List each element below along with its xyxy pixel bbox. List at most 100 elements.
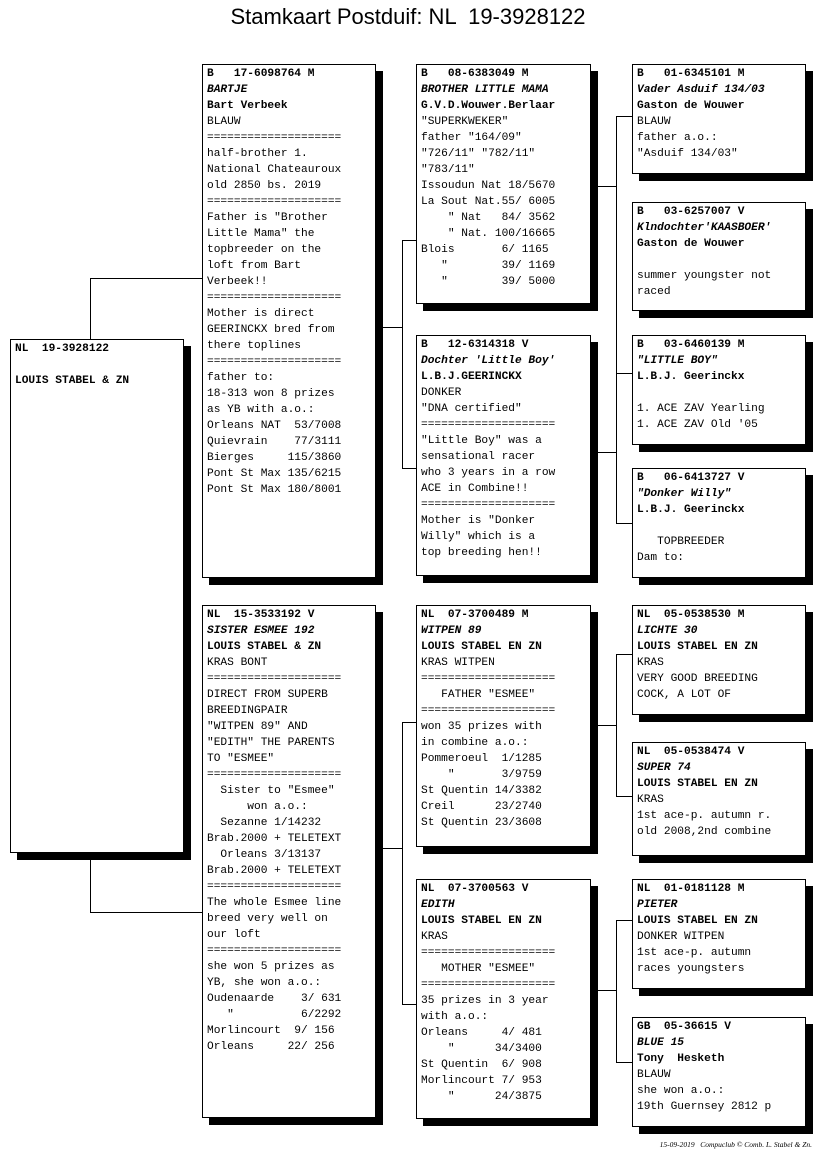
pigeon-detail-line: Bierges 115/3860 bbox=[207, 452, 342, 464]
pigeon-name: BARTJE bbox=[207, 84, 248, 96]
pigeon-card-sdd[interactable]: B 06-6413727 V "Donker Willy" L.B.J. Geeri… bbox=[632, 468, 806, 578]
pigeon-detail-line: Orleans NAT 53/7008 bbox=[207, 420, 342, 432]
pigeon-ring-number: B 03-6460139 M bbox=[637, 339, 745, 351]
connector-line bbox=[90, 278, 203, 279]
pigeon-ring-number: B 06-6413727 V bbox=[637, 472, 745, 484]
pigeon-detail-line: father to: bbox=[207, 372, 275, 384]
connector-line bbox=[598, 186, 616, 187]
pigeon-name: LICHTE 30 bbox=[637, 625, 698, 637]
pigeon-detail-line: Brab.2000 + TELETEXT bbox=[207, 833, 342, 845]
pigeon-owner: LOUIS STABEL EN ZN bbox=[637, 778, 758, 790]
pigeon-detail-line: "783/11" bbox=[421, 164, 475, 176]
connector-line bbox=[616, 373, 632, 374]
pigeon-name: "Donker Willy" bbox=[637, 488, 731, 500]
pigeon-detail-line: TO "ESMEE" bbox=[207, 753, 275, 765]
pigeon-detail-line bbox=[637, 385, 801, 401]
pigeon-owner: Tony Hesketh bbox=[637, 1053, 725, 1065]
pigeon-detail-line: races youngsters bbox=[637, 963, 745, 975]
pigeon-detail-line: BLAUW bbox=[207, 116, 241, 128]
connector-line bbox=[598, 725, 616, 726]
pigeon-detail-line: ==================== bbox=[207, 881, 342, 893]
pigeon-detail-line: " Nat. 100/16665 bbox=[421, 228, 556, 240]
pigeon-detail-line: Dam to: bbox=[637, 552, 684, 564]
pigeon-detail-line: raced bbox=[637, 286, 671, 298]
pigeon-ring-number: B 12-6314318 V bbox=[421, 339, 529, 351]
pigeon-detail-line: topbreeder on the bbox=[207, 244, 322, 256]
pigeon-detail-line: KRAS bbox=[637, 657, 664, 669]
pigeon-detail-line: ==================== bbox=[421, 947, 556, 959]
pigeon-detail-line: VERY GOOD BREEDING bbox=[637, 673, 758, 685]
pigeon-detail-line: St Quentin 23/3608 bbox=[421, 817, 542, 829]
pigeon-detail-line: Pont St Max 135/6215 bbox=[207, 468, 342, 480]
pigeon-detail-line: " 39/ 5000 bbox=[421, 276, 556, 288]
pigeon-detail-line: Verbeek!! bbox=[207, 276, 268, 288]
connector-line bbox=[402, 240, 416, 241]
connector-line bbox=[402, 722, 416, 723]
pigeon-detail-line: father a.o.: bbox=[637, 132, 718, 144]
connector-line bbox=[616, 373, 617, 523]
pigeon-detail-line: KRAS bbox=[637, 794, 664, 806]
pigeon-owner: L.B.J. Geerinckx bbox=[637, 504, 745, 516]
pigeon-detail-line: KRAS WITPEN bbox=[421, 657, 495, 669]
pigeon-detail-line: half-brother 1. bbox=[207, 148, 308, 160]
pigeon-name: BLUE 15 bbox=[637, 1037, 684, 1049]
pigeon-detail-line: Pommeroeul 1/1285 bbox=[421, 753, 542, 765]
pigeon-detail-line: Willy" which is a bbox=[421, 531, 536, 543]
pigeon-detail-line: COCK, A LOT OF bbox=[637, 689, 731, 701]
pigeon-detail-line: Orleans 4/ 481 bbox=[421, 1027, 542, 1039]
pigeon-detail-line: there toplines bbox=[207, 340, 301, 352]
pigeon-detail-line: ==================== bbox=[207, 356, 342, 368]
pigeon-name: EDITH bbox=[421, 899, 455, 911]
pigeon-detail-line: Orleans 3/13137 bbox=[207, 849, 322, 861]
connector-line bbox=[402, 240, 403, 468]
pigeon-ring-number: B 03-6257007 V bbox=[637, 206, 745, 218]
pigeon-detail-line: Blois 6/ 1165 bbox=[421, 244, 549, 256]
pigeon-detail-line: Orleans 22/ 256 bbox=[207, 1041, 335, 1053]
pigeon-card-sds[interactable]: B 03-6460139 M"LITTLE BOY"L.B.J. Geerinc… bbox=[632, 335, 806, 445]
connector-line bbox=[402, 722, 403, 1004]
pigeon-owner: L.B.J.GEERINCKX bbox=[421, 371, 522, 383]
pigeon-detail-line: Oudenaarde 3/ 631 bbox=[207, 993, 342, 1005]
pigeon-detail-line: Mother is "Donker bbox=[421, 515, 536, 527]
pigeon-owner: G.V.D.Wouwer.Berlaar bbox=[421, 100, 556, 112]
pigeon-detail-line: YB, she won a.o.: bbox=[207, 977, 322, 989]
pigeon-detail-line: ACE in Combine!! bbox=[421, 483, 529, 495]
pigeon-owner: LOUIS STABEL EN ZN bbox=[637, 641, 758, 653]
pigeon-detail-line: 1st ace-p. autumn r. bbox=[637, 810, 772, 822]
connector-line bbox=[616, 116, 632, 117]
pigeon-detail-line: she won a.o.: bbox=[637, 1085, 725, 1097]
pigeon-detail-line bbox=[637, 518, 801, 534]
page-title: Stamkaart Postduif: NL 19-3928122 bbox=[230, 4, 586, 29]
pigeon-owner: Gaston de Wouwer bbox=[637, 100, 745, 112]
pigeon-detail-line: The whole Esmee line bbox=[207, 897, 342, 909]
pigeon-detail-line: ==================== bbox=[207, 673, 342, 685]
pigeon-name: SUPER 74 bbox=[637, 762, 691, 774]
pigeon-name: BROTHER LITTLE MAMA bbox=[421, 84, 549, 96]
connector-line bbox=[616, 654, 632, 655]
connector-line bbox=[598, 990, 616, 991]
pigeon-detail-line: ==================== bbox=[421, 499, 556, 511]
pigeon-detail-line: FATHER "ESMEE" bbox=[421, 689, 536, 701]
pigeon-detail-line: ==================== bbox=[421, 419, 556, 431]
pigeon-owner: Bart Verbeek bbox=[207, 100, 288, 112]
pigeon-ring-number: NL 15-3533192 V bbox=[207, 609, 315, 621]
connector-line bbox=[90, 278, 91, 340]
pigeon-ring-number: B 17-6098764 M bbox=[207, 68, 315, 80]
pigeon-detail-line: GEERINCKX bred from bbox=[207, 324, 335, 336]
pigeon-owner: LOUIS STABEL EN ZN bbox=[637, 915, 758, 927]
pigeon-detail-line bbox=[637, 252, 801, 268]
pigeon-detail-line: MOTHER "ESMEE" bbox=[421, 963, 536, 975]
